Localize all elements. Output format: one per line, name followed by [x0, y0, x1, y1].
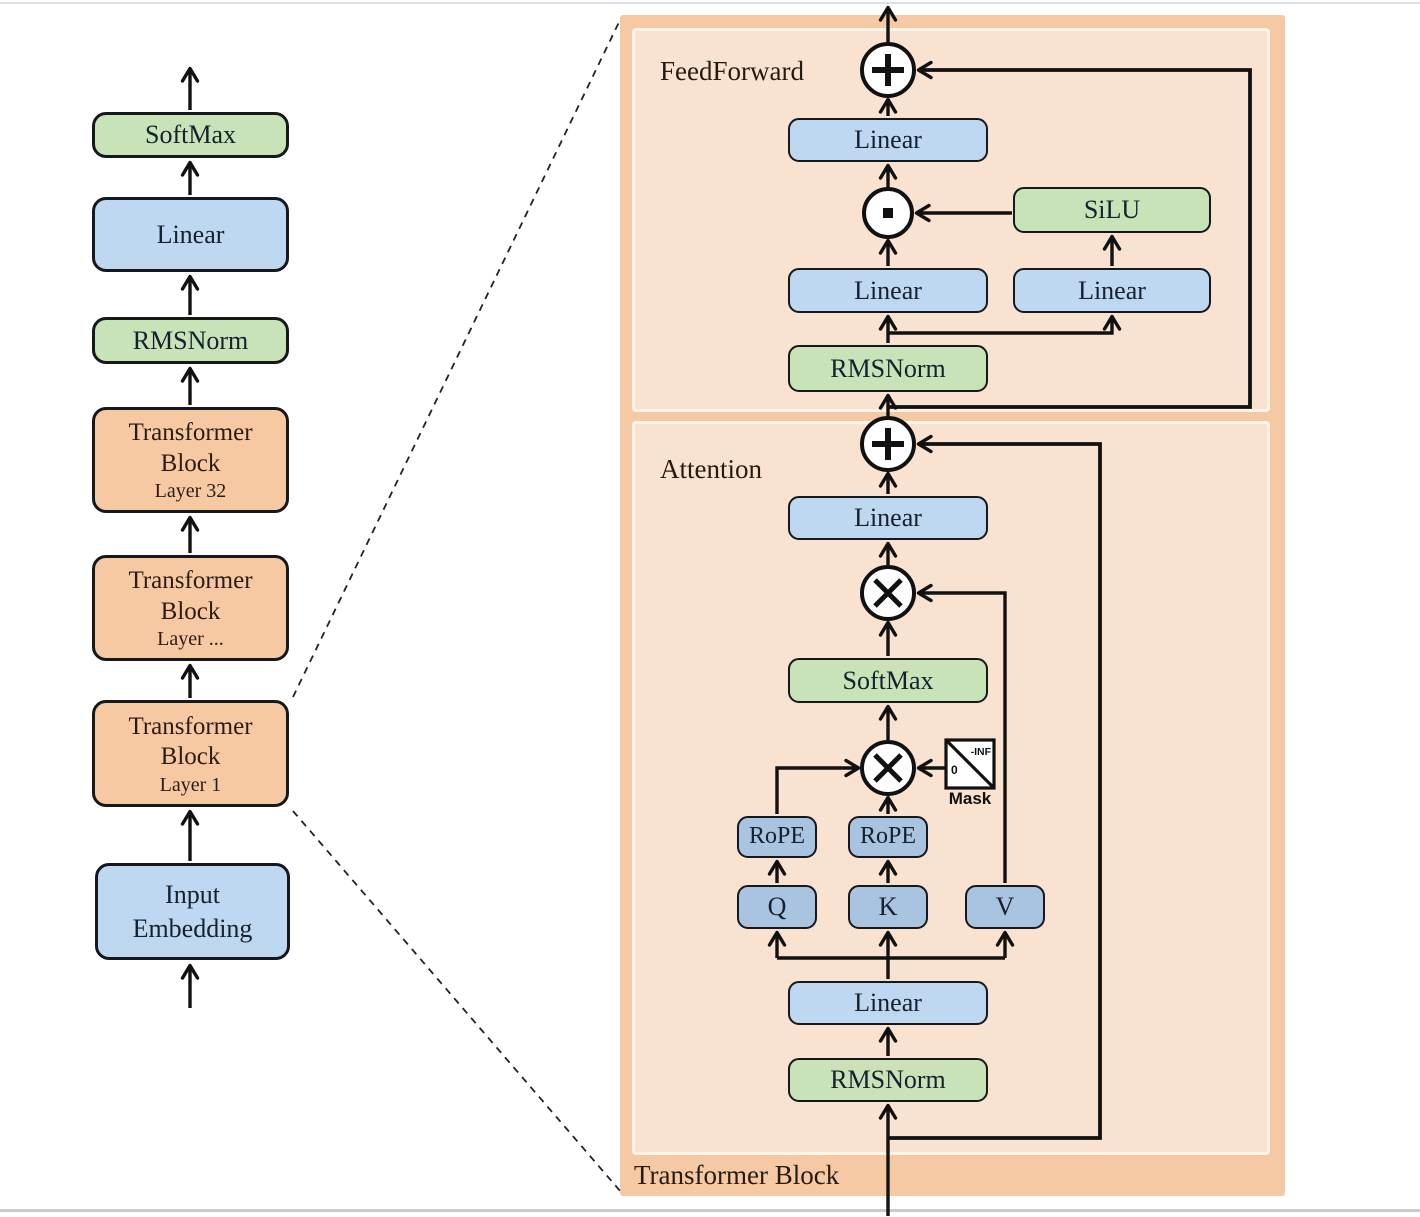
left-softmax-label: SoftMax: [145, 120, 236, 150]
operator-nodes: [860, 42, 996, 796]
left-linear-label: Linear: [156, 219, 225, 249]
left-linear-box: Linear: [92, 197, 289, 272]
ff-gate-linear-label: Linear: [1078, 275, 1146, 305]
transformer-block-layer-ellipsis-box: Transformer Block Layer ...: [92, 555, 289, 661]
ff-silu-box: SiLU: [1013, 187, 1211, 233]
left-softmax-box: SoftMax: [92, 112, 289, 158]
bottom-frame-line: [0, 1209, 1420, 1212]
query-rope-wire: [775, 758, 861, 814]
feedforward-wires: [878, 5, 1252, 416]
rope-q-label: RoPE: [748, 823, 805, 850]
key-label: K: [878, 892, 898, 922]
transformer-block-panel-title: Transformer Block: [634, 1160, 840, 1190]
left-rmsnorm-label: RMSNorm: [132, 325, 249, 355]
value-wire: [916, 583, 1007, 883]
transformer-block-layer32-subtitle: Layer 32: [154, 480, 227, 502]
feedforward-residual-wire: [888, 60, 1252, 409]
mask-zero-value: 0: [951, 763, 958, 777]
ff-down-linear-label: Linear: [854, 275, 922, 305]
transformer-block-layer-ellipsis-subtitle: Layer ...: [157, 628, 224, 650]
ff-gate-linear-box: Linear: [1013, 268, 1211, 313]
attention-section-label: Attention: [660, 454, 762, 484]
value-label: V: [995, 892, 1015, 922]
elementwise-multiply-icon: [862, 187, 914, 239]
ff-output-linear-box: Linear: [788, 118, 988, 162]
attn-rmsnorm-label: RMSNorm: [830, 1065, 946, 1095]
ff-add-node-icon: [860, 42, 916, 98]
ff-rmsnorm-label: RMSNorm: [830, 353, 946, 383]
attn-output-linear-box: Linear: [788, 496, 988, 540]
ff-down-linear-box: Linear: [788, 268, 988, 313]
ff-output-linear-label: Linear: [854, 125, 922, 155]
attn-softmax-box: SoftMax: [788, 658, 988, 703]
transformer-block-layer1-box: Transformer Block Layer 1: [92, 700, 289, 807]
attn-output-linear-label: Linear: [854, 503, 922, 533]
key-box: K: [848, 885, 928, 929]
attention-wires: [767, 434, 1102, 1216]
transformer-block-layer32-title: Transformer Block: [128, 419, 253, 477]
rope-k-box: RoPE: [848, 816, 928, 858]
query-box: Q: [737, 885, 817, 929]
attn-rmsnorm-box: RMSNorm: [788, 1058, 988, 1102]
attention-residual-wire: [888, 434, 1102, 1140]
top-frame-line: [0, 2, 1420, 4]
causal-mask-icon: [944, 738, 996, 790]
transformer-block-layer1-title: Transformer Block: [128, 712, 253, 771]
attn-softmax-label: SoftMax: [842, 665, 934, 695]
mask-caption-label: Mask: [948, 789, 992, 808]
attn-qkv-linear-label: Linear: [854, 988, 922, 1018]
transformer-block-layer-ellipsis-title: Transformer Block: [128, 567, 253, 625]
value-box: V: [965, 885, 1045, 929]
query-label: Q: [767, 892, 787, 922]
left-rmsnorm-box: RMSNorm: [92, 317, 289, 364]
transformer-block-layer1-subtitle: Layer 1: [159, 773, 222, 796]
mask-inf-value: -INF: [970, 746, 991, 758]
ff-silu-label: SiLU: [1083, 195, 1141, 225]
input-embedding-box: Input Embedding: [95, 863, 290, 960]
score-value-matmul-icon: [860, 565, 916, 621]
attention-add-node-icon: [860, 416, 916, 472]
attn-qkv-linear-box: Linear: [788, 981, 988, 1025]
zoom-guide-lines: [292, 17, 622, 1193]
rope-q-box: RoPE: [737, 816, 817, 858]
ff-rmsnorm-box: RMSNorm: [788, 345, 988, 392]
input-embedding-label: Input Embedding: [132, 879, 253, 943]
transformer-block-layer32-box: Transformer Block Layer 32: [92, 407, 289, 513]
feedforward-section-label: FeedForward: [660, 56, 804, 86]
query-key-matmul-icon: [860, 740, 916, 796]
rope-k-label: RoPE: [859, 823, 916, 850]
